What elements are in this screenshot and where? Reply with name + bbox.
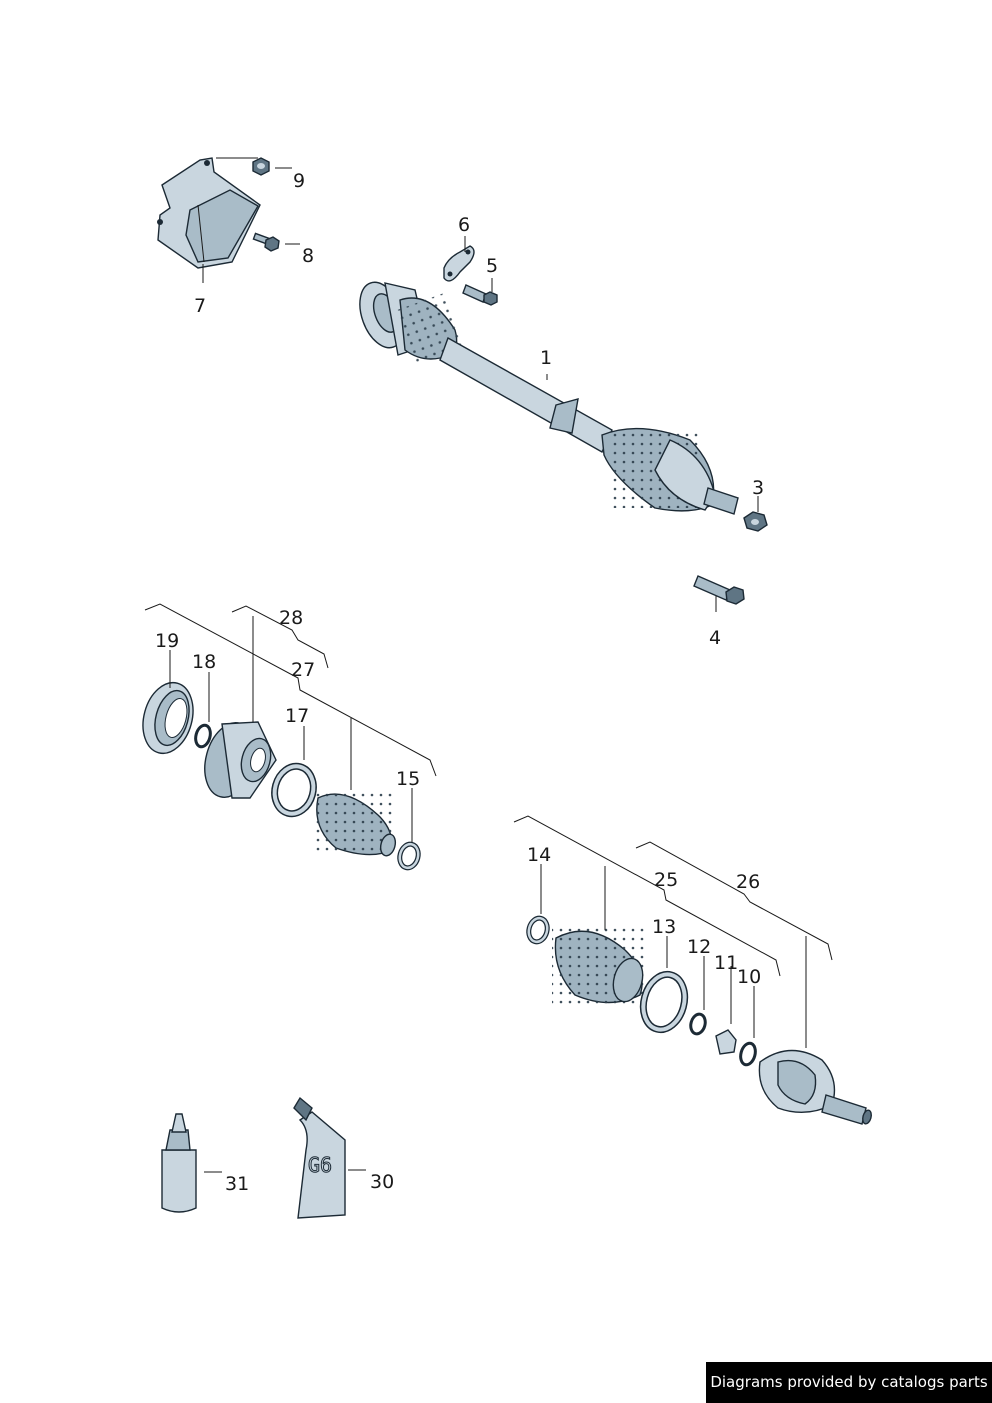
callout-15: 15 — [396, 768, 420, 790]
ring-12 — [689, 1012, 707, 1036]
callout-1: 1 — [540, 347, 552, 369]
callout-3: 3 — [752, 477, 764, 499]
nut-9 — [252, 157, 270, 176]
boot-outer — [552, 928, 644, 1006]
protective-cap-19 — [142, 681, 194, 755]
cv-joint-inner — [204, 721, 277, 799]
callout-26: 26 — [736, 871, 760, 893]
clamp-14 — [526, 915, 550, 945]
callout-12: 12 — [687, 936, 711, 958]
callout-25: 25 — [654, 869, 678, 891]
callout-31: 31 — [225, 1173, 249, 1195]
leader-lines — [144, 157, 833, 1173]
callout-8: 8 — [302, 245, 314, 267]
circlip-10 — [739, 1041, 757, 1067]
callout-17: 17 — [285, 705, 309, 727]
callout-19: 19 — [155, 630, 179, 652]
clamp-17 — [271, 762, 317, 818]
callout-labels: 1 3 4 5 6 7 8 9 10 11 12 13 14 15 17 18 … — [155, 170, 764, 1195]
plate-6 — [443, 245, 475, 282]
grease-tube-30: G6 — [293, 1096, 346, 1219]
callout-9: 9 — [293, 170, 305, 192]
callout-4: 4 — [709, 627, 721, 649]
callout-13: 13 — [652, 916, 676, 938]
cv-joint-outer — [758, 1049, 872, 1125]
nut-3 — [743, 511, 768, 532]
callout-6: 6 — [458, 214, 470, 236]
callout-10: 10 — [737, 966, 761, 988]
callout-14: 14 — [527, 844, 551, 866]
callout-5: 5 — [486, 255, 498, 277]
callout-28: 28 — [279, 607, 303, 629]
sealant-bottle-31 — [161, 1113, 197, 1213]
tube-30-mark: G6 — [308, 1153, 332, 1177]
heat-shield-7 — [157, 157, 261, 269]
bolt-8 — [252, 232, 280, 252]
attribution-banner: Diagrams provided by catalogs parts — [706, 1362, 992, 1403]
callout-30: 30 — [370, 1171, 394, 1193]
clamp-13 — [639, 970, 689, 1034]
drive-shaft-1 — [359, 281, 739, 515]
spacer-11 — [715, 1029, 737, 1055]
callout-11: 11 — [714, 952, 738, 974]
callout-27: 27 — [291, 659, 315, 681]
callout-18: 18 — [192, 651, 216, 673]
bolt-5 — [462, 284, 498, 306]
circlip-18 — [194, 723, 212, 749]
boot-inner — [315, 790, 397, 857]
callout-7: 7 — [194, 295, 206, 317]
clamp-15 — [397, 841, 421, 871]
bolt-4 — [693, 575, 745, 605]
